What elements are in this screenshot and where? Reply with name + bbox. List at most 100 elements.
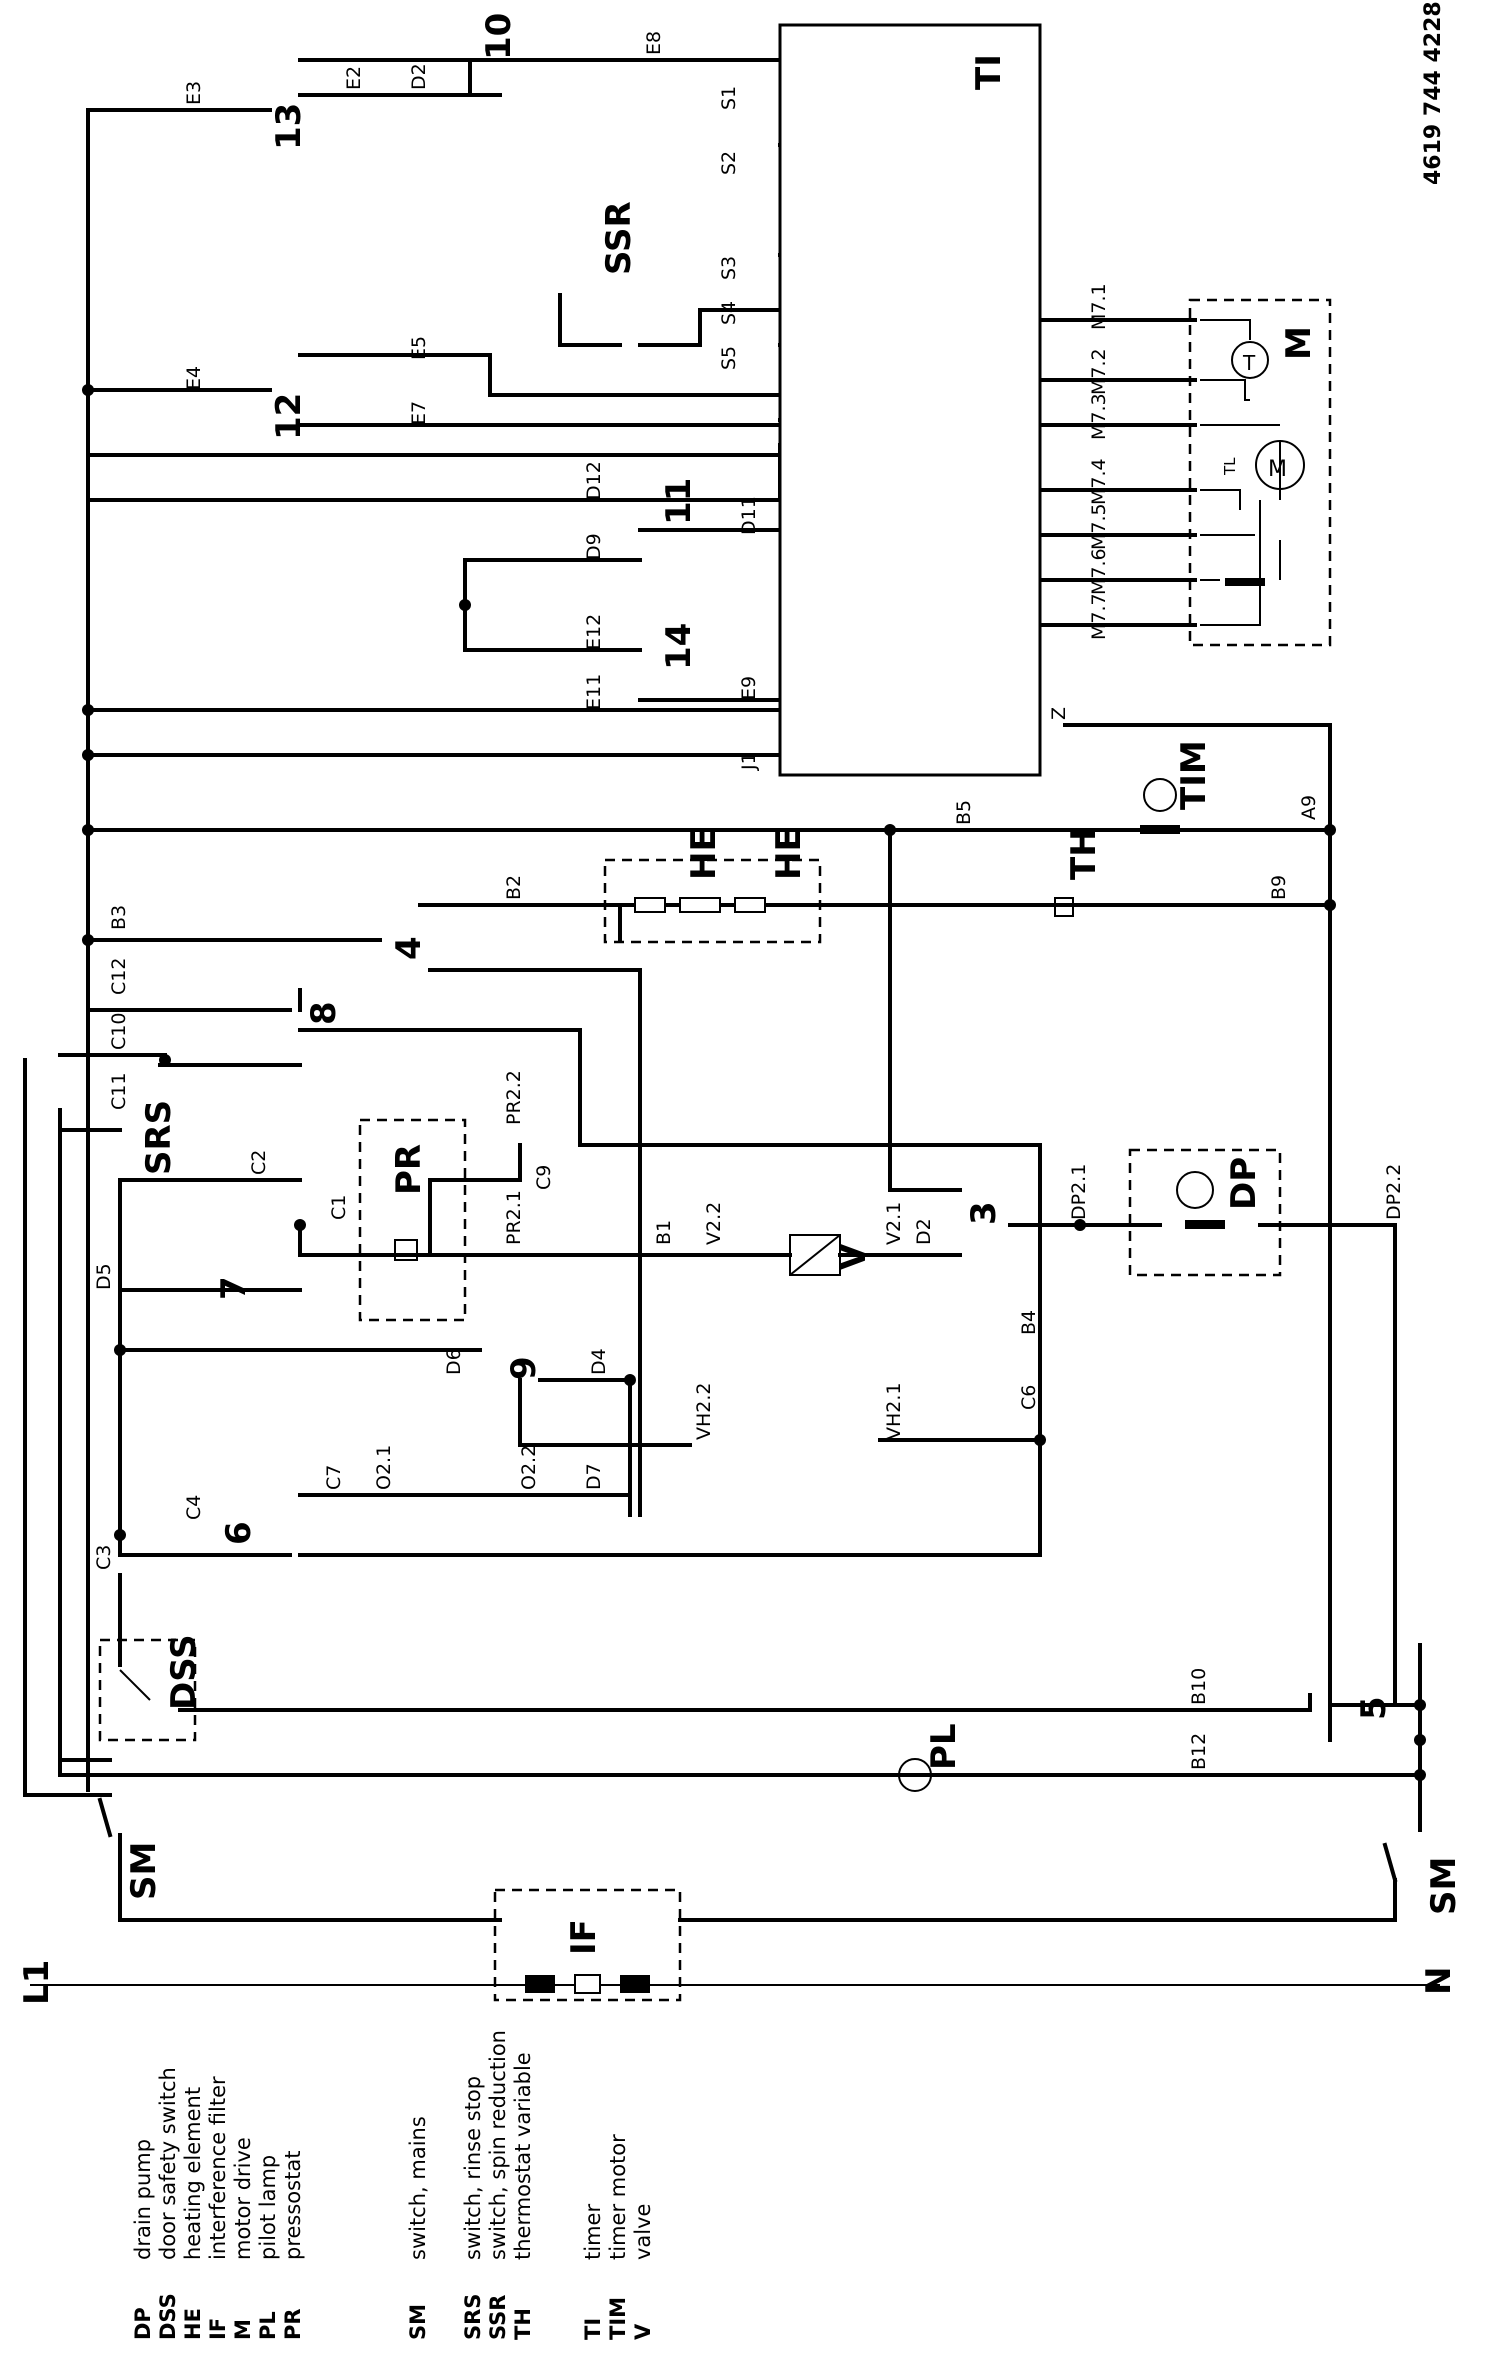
legend-desc-v: valve xyxy=(631,2204,655,2260)
label-N: N xyxy=(1419,1967,1459,1995)
legend-code-th: TH xyxy=(511,2308,535,2340)
contact-12: 12 xyxy=(269,393,309,440)
legend-code-m: M xyxy=(231,2319,255,2340)
tacho-symbol: T xyxy=(1242,351,1256,375)
contact-10: 10 xyxy=(479,13,519,60)
contact-6: 6 xyxy=(219,1521,259,1545)
mains-switch-b: SM xyxy=(1382,1842,1464,1915)
wire-E5: E5 xyxy=(408,336,430,360)
contact-14: 14 xyxy=(659,623,699,670)
label-SRS: SRS xyxy=(139,1100,179,1175)
legend-desc-m: motor drive xyxy=(231,2137,255,2260)
wire-M7-2: M7.2 xyxy=(1088,348,1110,395)
wire-D7: D7 xyxy=(583,1463,605,1490)
label-M: M xyxy=(1279,326,1319,360)
contact-4: 4 xyxy=(389,936,429,960)
label-SM-a: SM xyxy=(124,1842,164,1900)
wire-M7-6: M7.6 xyxy=(1088,548,1110,595)
wire-B9: B9 xyxy=(1268,875,1290,900)
legend-desc-dss: door safety switch xyxy=(156,2067,180,2260)
wire-M7-1: M7.1 xyxy=(1088,283,1110,330)
wire-B4: B4 xyxy=(1018,1310,1040,1335)
contact-8: 8 xyxy=(304,1001,344,1025)
wire-E3: E3 xyxy=(183,81,205,105)
wire-E8: E8 xyxy=(643,31,665,55)
wire-V2-1: V2.1 xyxy=(883,1202,905,1245)
legend-desc-ti: timer xyxy=(581,2204,605,2260)
label-IF: IF xyxy=(564,1919,604,1955)
pilot-lamp: PL xyxy=(898,1723,964,1792)
wire-O2-1: O2.1 xyxy=(373,1445,395,1490)
legend-code-sm: SM xyxy=(406,2304,430,2340)
contact-13: 13 xyxy=(269,103,309,150)
label-HE-a: HE xyxy=(684,828,724,880)
legend-desc-ssr: switch, spin reduction xyxy=(486,2030,510,2260)
wire-B2: B2 xyxy=(503,875,525,900)
label-HE-b: HE xyxy=(769,828,809,880)
label-SM-b: SM xyxy=(1424,1857,1464,1915)
legend-code-pr: PR xyxy=(281,2308,305,2340)
legend-code-tim: TIM xyxy=(606,2297,630,2340)
junctions xyxy=(82,384,1426,1781)
wire-D2b: D2 xyxy=(913,1218,935,1245)
label-DP: DP xyxy=(1224,1157,1264,1210)
wire-O2-2: O2.2 xyxy=(518,1445,540,1490)
contacts: 13 12 10 11 14 4 8 7 6 9 3 5 xyxy=(214,13,1394,1720)
legend-desc-tim: timer motor xyxy=(606,2134,630,2260)
wire-D9: D9 xyxy=(583,533,605,560)
wire-labels: E3 E2 D2 E8 S1 S2 S3 S4 S5 E4 E5 E7 D12 … xyxy=(93,31,1405,1770)
label-V: V xyxy=(834,1243,874,1270)
wire-D5: D5 xyxy=(93,1263,115,1290)
wire-C2: C2 xyxy=(248,1150,270,1175)
wire-D11: D11 xyxy=(738,496,760,535)
label-L1: L1 xyxy=(17,1960,57,2005)
wire-S5: S5 xyxy=(718,346,740,370)
wire-M7-5: M7.5 xyxy=(1088,503,1110,550)
wire-Z: Z xyxy=(1048,707,1070,720)
legend-desc-th: thermostat variable xyxy=(511,2052,535,2260)
interference-filter: IF xyxy=(493,1888,682,2002)
legend-desc-sm: switch, mains xyxy=(406,2116,430,2260)
wire-C3: C3 xyxy=(93,1545,115,1570)
wire-M7-4: M7.4 xyxy=(1088,458,1110,505)
label-TIM: TIM xyxy=(1174,740,1214,810)
heating-elements: HE HE xyxy=(603,828,822,944)
wire-B10: B10 xyxy=(1188,1668,1210,1705)
wire-PR2-2: PR2.2 xyxy=(503,1070,525,1125)
motor-symbol: M xyxy=(1268,457,1287,482)
contact-11: 11 xyxy=(659,478,699,525)
wire-C7: C7 xyxy=(323,1465,345,1490)
legend-code-he: HE xyxy=(181,2308,205,2340)
label-TI: TI xyxy=(969,54,1009,90)
wire-M7-7: M7.7 xyxy=(1088,593,1110,640)
legend-desc-pr: pressostat xyxy=(281,2151,305,2260)
pressostat: PR xyxy=(358,1118,467,1322)
wire-J1: J1 xyxy=(738,752,760,771)
wire-D2: D2 xyxy=(408,63,430,90)
thermostat: TH xyxy=(1054,828,1104,917)
wire-C12: C12 xyxy=(108,958,130,995)
legend-desc-dp: drain pump xyxy=(131,2139,155,2260)
wire-E7: E7 xyxy=(408,401,430,425)
legend-code-ti: TI xyxy=(581,2318,605,2340)
door-safety-switch: DSS xyxy=(98,1634,204,1742)
mains-switch-a: SM xyxy=(97,1797,164,1900)
contact-5: 5 xyxy=(1354,1696,1394,1720)
legend-code-dss: DSS xyxy=(156,2293,180,2340)
wire-PR2-1: PR2.1 xyxy=(503,1190,525,1245)
wire-C6: C6 xyxy=(1018,1385,1040,1410)
legend-code-if: IF xyxy=(206,2318,230,2340)
drain-pump: DP xyxy=(1128,1148,1282,1277)
wire-S3: S3 xyxy=(718,256,740,280)
wire-S1: S1 xyxy=(718,86,740,110)
wire-S2: S2 xyxy=(718,151,740,175)
wire-B1: B1 xyxy=(653,1220,675,1245)
label-PR: PR xyxy=(389,1144,429,1195)
wire-C4: C4 xyxy=(183,1495,205,1520)
wire-B5: B5 xyxy=(953,800,975,825)
wire-E9: E9 xyxy=(738,676,760,700)
legend-desc-pl: pilot lamp xyxy=(256,2155,280,2260)
legend-desc-if: interference filter xyxy=(206,2076,230,2260)
